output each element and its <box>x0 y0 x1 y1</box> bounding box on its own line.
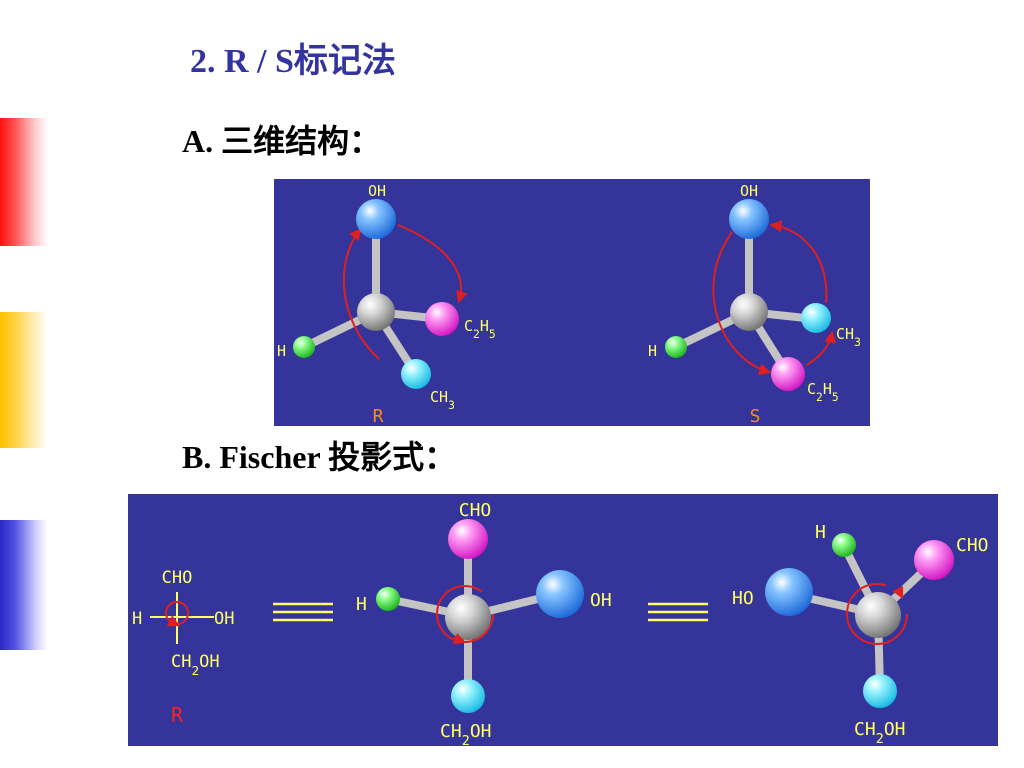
s-rotation-arrow-top <box>769 220 828 304</box>
r-rotation-arrow-left <box>342 228 380 360</box>
s-label-methyl: CH3 <box>836 325 861 349</box>
right-h-atom <box>832 533 856 557</box>
fischer-label-top: CHO <box>162 568 193 588</box>
right-cho-atom <box>914 540 954 580</box>
r-label-ethyl: C2H5 <box>464 317 496 341</box>
fischer-projection-diagram: CHO H OH CH2OH R C <box>132 500 989 746</box>
r-ethyl-atom <box>425 302 459 336</box>
s-methyl-atom <box>801 303 831 333</box>
s-label-h: H <box>648 342 657 360</box>
decorative-bar-yellow <box>0 312 48 448</box>
r-carbon-atom <box>357 293 395 331</box>
s-label-ethyl: C2H5 <box>807 380 839 404</box>
r-h-atom <box>293 336 315 358</box>
right-rotation-circle <box>846 583 908 645</box>
s-model: OH CH3 H C2H5 S <box>648 182 861 426</box>
center-label-top: CHO <box>459 500 492 521</box>
section-b-heading: B. Fischer 投影式： <box>182 439 457 475</box>
r-oh-atom <box>356 199 396 239</box>
s-oh-atom <box>729 199 769 239</box>
s-h-atom <box>665 336 687 358</box>
fischer-config-label: R <box>171 703 184 727</box>
r-model: OH C2H5 H CH3 R <box>277 182 496 426</box>
center-cho-atom <box>448 519 488 559</box>
r-rotation-arrow-right <box>397 224 468 304</box>
center-h-atom <box>376 587 400 611</box>
right-carbon-atom <box>855 592 901 638</box>
fischer-projection-panel: CHO H OH CH2OH R C <box>128 494 998 746</box>
right-label-bottom: CH2OH <box>854 719 906 746</box>
center-ch2oh-atom <box>451 679 485 713</box>
center-carbon-atom <box>445 594 491 640</box>
r-label-h: H <box>277 342 286 360</box>
right-label-ho: HO <box>732 588 754 609</box>
equivalence-sign-2 <box>648 602 708 622</box>
s-rotation-arrow-bottom <box>806 330 837 366</box>
fischer-label-right: OH <box>214 609 234 629</box>
three-d-structure-diagram: OH C2H5 H CH3 R OH CH3 H C2H5 <box>277 182 861 426</box>
slide-title: 2. R / S标记法 <box>190 43 396 80</box>
center-label-right: OH <box>590 590 612 611</box>
center-label-left: H <box>356 594 367 615</box>
decorative-bar-red <box>0 118 48 246</box>
center-label-bottom: CH2OH <box>440 721 492 746</box>
fischer-model-center: CHO H OH CH2OH <box>356 500 612 746</box>
s-carbon-atom <box>730 293 768 331</box>
right-ho-atom <box>765 568 813 616</box>
center-oh-atom <box>536 570 584 618</box>
section-a-heading: A. 三维结构： <box>182 123 382 159</box>
right-ch2oh-atom <box>863 674 897 708</box>
right-label-h: H <box>815 522 826 543</box>
fischer-label-left: H <box>132 609 142 629</box>
r-label-methyl: CH3 <box>430 388 455 412</box>
r-config-label: R <box>373 406 384 426</box>
r-methyl-atom <box>401 359 431 389</box>
r-label-oh: OH <box>368 182 386 200</box>
three-d-structure-panel: OH C2H5 H CH3 R OH CH3 H C2H5 <box>274 179 870 426</box>
s-rotation-arrow-left <box>712 231 772 376</box>
s-config-label: S <box>750 406 761 426</box>
s-ethyl-atom <box>771 357 805 391</box>
fischer-projection-formula: CHO H OH CH2OH R <box>132 568 234 727</box>
fischer-model-right: H CHO HO CH2OH <box>732 522 989 746</box>
equivalence-sign-1 <box>273 602 333 622</box>
s-label-oh: OH <box>740 182 758 200</box>
fischer-label-bottom: CH2OH <box>171 652 220 679</box>
decorative-bar-blue <box>0 520 48 650</box>
right-label-cho: CHO <box>956 535 989 556</box>
